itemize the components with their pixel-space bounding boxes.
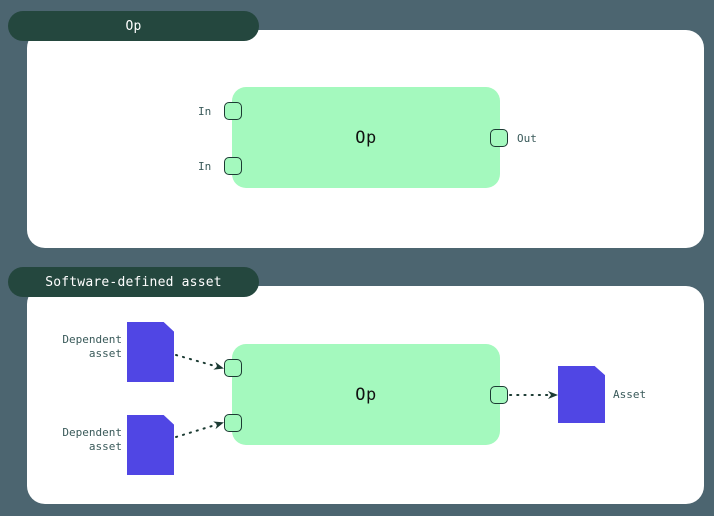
op-box-1: Op [232, 87, 500, 188]
label-dependent-asset-2: Dependent asset [62, 426, 122, 453]
document-icon-dependent-asset-1 [127, 322, 174, 382]
port-out-2[interactable] [490, 386, 508, 404]
port-in-2b[interactable] [224, 414, 242, 432]
op-box-2-label: Op [355, 384, 377, 405]
port-in-2a[interactable] [224, 359, 242, 377]
label-dependent-asset-1: Dependent asset [62, 333, 122, 360]
document-icon-asset [558, 366, 605, 423]
port-label-in-1b: In [198, 160, 212, 173]
port-label-in-1a: In [198, 105, 212, 118]
port-out-1[interactable] [490, 129, 508, 147]
label-asset: Asset [613, 388, 647, 401]
op-box-2: Op [232, 344, 500, 445]
port-in-1b[interactable] [224, 157, 242, 175]
port-in-1a[interactable] [224, 102, 242, 120]
port-label-out-1: Out [517, 132, 537, 145]
op-box-1-label: Op [355, 127, 377, 148]
panel-tab-op: Op [8, 11, 259, 41]
panel-tab-software-defined-asset: Software-defined asset [8, 267, 259, 297]
document-icon-dependent-asset-2 [127, 415, 174, 475]
